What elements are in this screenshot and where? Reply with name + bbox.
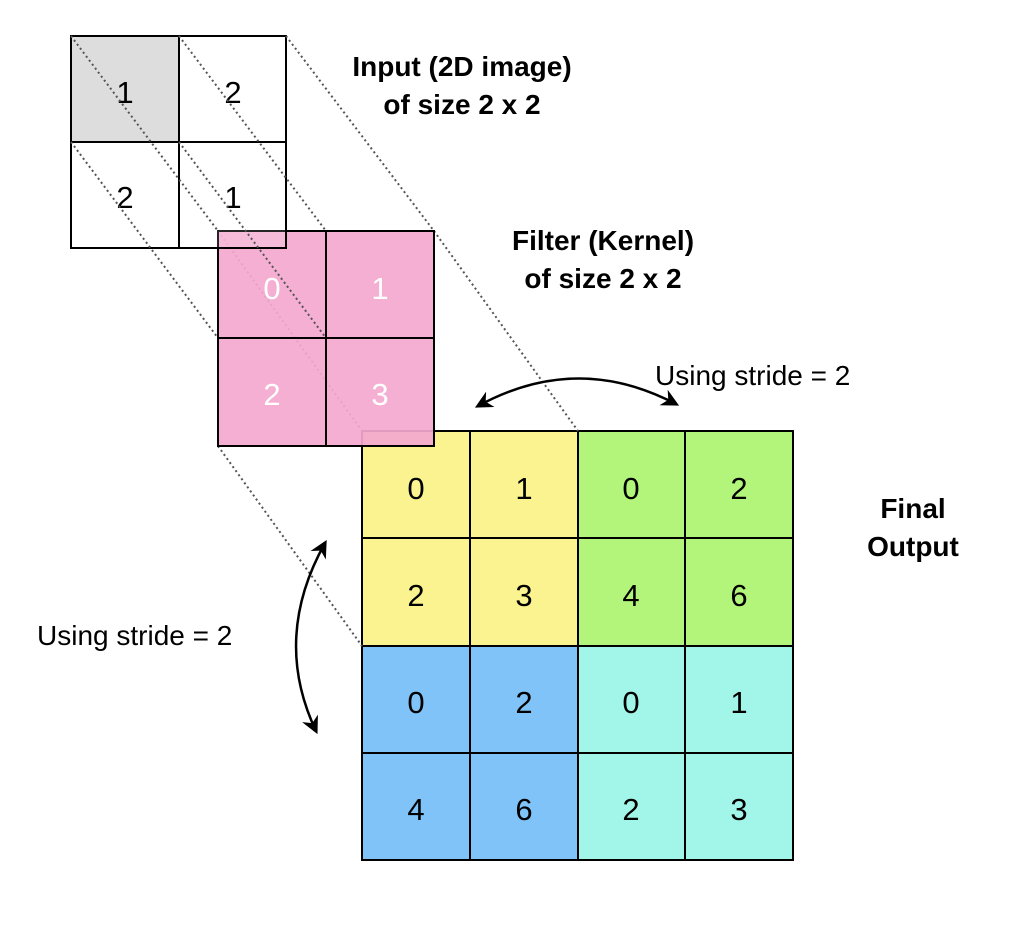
filter-title-line1: Filter (Kernel) bbox=[511, 225, 695, 256]
input-cell: 1 bbox=[224, 180, 241, 215]
input-title-line2: of size 2 x 2 bbox=[383, 89, 541, 120]
output-cell: 0 bbox=[622, 685, 639, 720]
input-title: Input (2D image) of size 2 x 2 bbox=[318, 48, 606, 124]
output-title-line2: Output bbox=[867, 531, 959, 562]
filter-cell: 3 bbox=[371, 377, 388, 412]
output-cell: 2 bbox=[515, 685, 532, 720]
output-cell: 6 bbox=[730, 578, 747, 613]
filter-grid: 0 1 2 3 bbox=[217, 230, 435, 447]
output-cell: 2 bbox=[407, 578, 424, 613]
output-cell: 3 bbox=[515, 578, 532, 613]
output-grid: 0 1 0 2 2 3 4 6 0 2 0 1 4 6 2 3 bbox=[361, 430, 794, 861]
input-cell: 2 bbox=[116, 180, 133, 215]
input-highlight-cell bbox=[71, 36, 179, 142]
filter-title: Filter (Kernel) of size 2 x 2 bbox=[478, 222, 728, 298]
output-cell: 0 bbox=[407, 685, 424, 720]
filter-cell: 2 bbox=[263, 377, 280, 412]
input-grid: 1 2 2 1 bbox=[70, 35, 287, 249]
stride-vertical-label: Using stride = 2 bbox=[37, 620, 233, 651]
horizontal-stride-arrow bbox=[474, 377, 680, 408]
output-title: Final Output bbox=[848, 490, 978, 566]
output-cell: 2 bbox=[622, 792, 639, 827]
output-cell: 4 bbox=[407, 792, 424, 827]
output-cell: 4 bbox=[622, 578, 639, 613]
output-title-line1: Final bbox=[880, 493, 946, 524]
input-cell: 2 bbox=[224, 75, 241, 110]
filter-cell: 1 bbox=[371, 271, 388, 306]
filter-cell: 0 bbox=[263, 271, 280, 306]
output-cell: 1 bbox=[515, 471, 532, 506]
output-cell: 0 bbox=[407, 471, 424, 506]
output-cell: 2 bbox=[730, 471, 747, 506]
projection-lines-input bbox=[70, 35, 435, 339]
input-cell: 1 bbox=[116, 75, 133, 110]
output-cell: 3 bbox=[730, 792, 747, 827]
vertical-stride-arrow bbox=[294, 539, 327, 735]
filter-title-line2: of size 2 x 2 bbox=[524, 263, 682, 294]
output-cell: 1 bbox=[730, 685, 747, 720]
output-cell: 0 bbox=[622, 471, 639, 506]
stride-horizontal-label: Using stride = 2 bbox=[655, 360, 851, 391]
input-title-line1: Input (2D image) bbox=[352, 51, 572, 82]
output-cell: 6 bbox=[515, 792, 532, 827]
